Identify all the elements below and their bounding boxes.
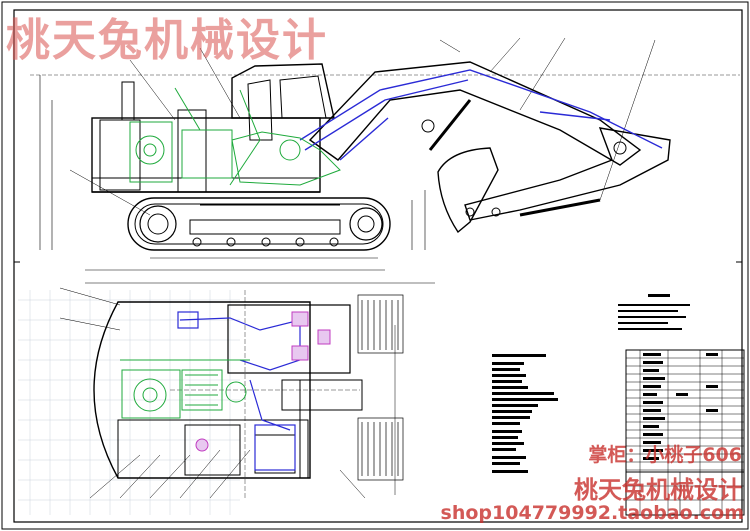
engine-assembly-side: [129, 87, 341, 186]
technical-notes-block: [618, 294, 690, 330]
specification-list: [492, 354, 558, 473]
watermark-shop-url: shop104779992.taobao.com: [440, 502, 744, 524]
title-block: [625, 471, 745, 516]
parts-list-table: [625, 349, 745, 516]
engine-assembly-top: [120, 359, 250, 419]
watermark-shop-owner: 掌柜：小桃子606: [588, 444, 742, 466]
excavator-top-view: [18, 287, 404, 515]
excavator-side-view: [30, 37, 740, 284]
watermark-title: 桃天兔机械设计: [6, 15, 328, 66]
inner-border: [13, 9, 743, 523]
watermark-brand: 桃天兔机械设计: [574, 476, 742, 504]
control-tags: [195, 311, 331, 452]
hydraulic-lines: [299, 69, 663, 161]
parts-list-text-marks: [643, 353, 718, 460]
